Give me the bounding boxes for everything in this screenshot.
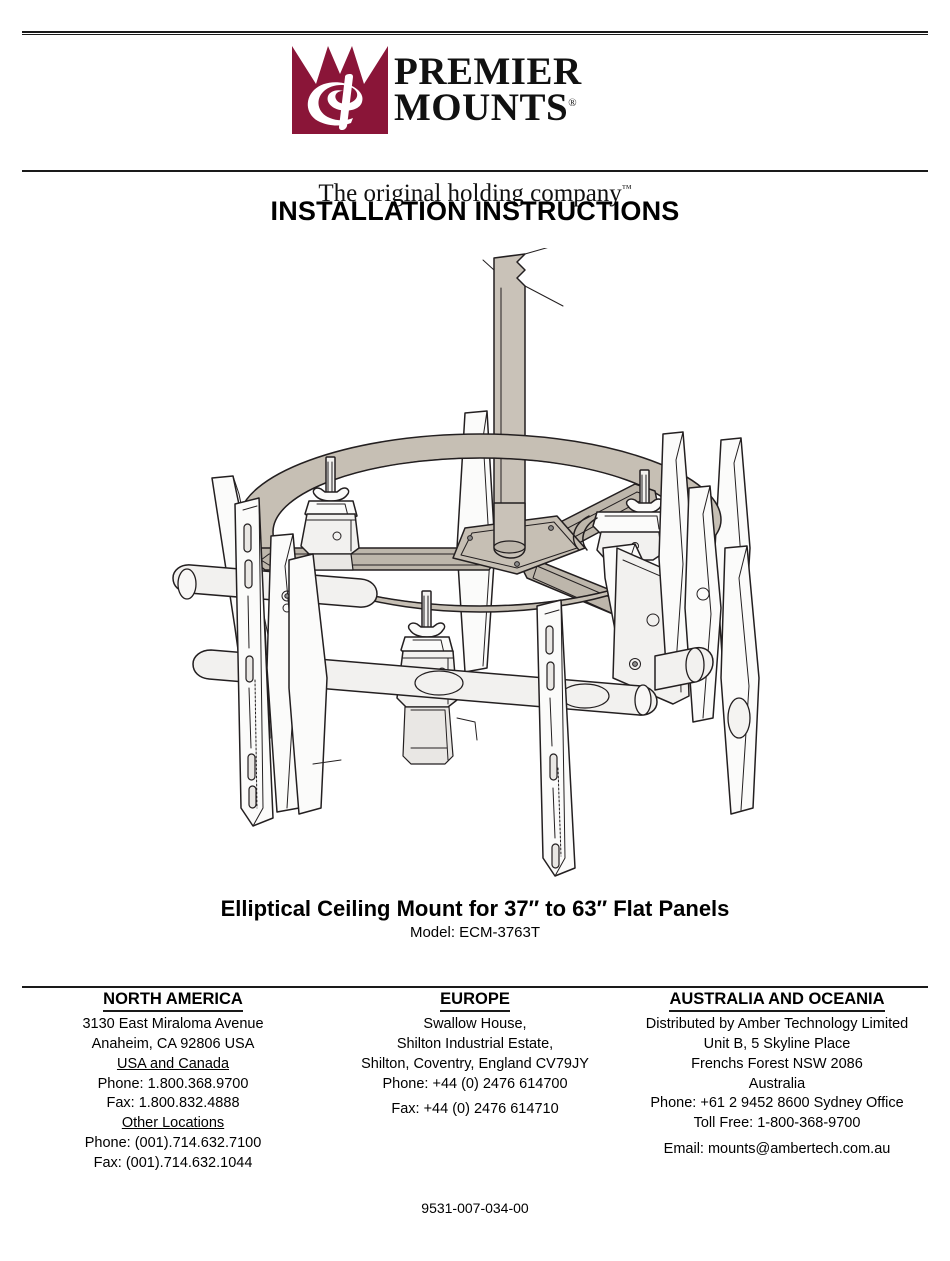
center-vertical-slotted-rail bbox=[536, 599, 576, 877]
address-line: 3130 East Miraloma Avenue bbox=[82, 1015, 264, 1032]
logo-wordmark: PREMIER MOUNTS® bbox=[394, 42, 646, 128]
left-vertical-slotted-rail bbox=[234, 497, 274, 827]
address-line: Frenchs Forest NSW 2086 bbox=[691, 1055, 863, 1072]
bracket-wing-front-right bbox=[720, 545, 760, 815]
phone-line: Phone: 1.800.368.9700 bbox=[97, 1075, 249, 1092]
footer-heading-europe: EUROPE bbox=[440, 990, 510, 1012]
premier-mounts-p-monogram-icon bbox=[290, 44, 390, 136]
logo-tagline-text: The original holding company bbox=[318, 180, 622, 207]
header-bottom-rule bbox=[22, 170, 928, 172]
sub-heading: Other Locations bbox=[121, 1115, 225, 1132]
footer-column-north-america: NORTH AMERICA 3130 East Miraloma Avenue … bbox=[22, 990, 324, 1174]
product-assembly-illustration: .ln { stroke:#231f20; stroke-width:1.5; … bbox=[165, 248, 795, 878]
footer-contact-regions: NORTH AMERICA 3130 East Miraloma Avenue … bbox=[22, 990, 928, 1174]
logo-word-premier-text: PREMIER bbox=[394, 50, 582, 93]
sub-heading: USA and Canada bbox=[116, 1055, 230, 1072]
email-line: Email: mounts@ambertech.com.au bbox=[663, 1141, 891, 1158]
ring-clamp-upper-left bbox=[300, 456, 360, 571]
footer-lines-europe: Swallow House, Shilton Industrial Estate… bbox=[330, 1015, 620, 1120]
right-tilt-bracket bbox=[602, 431, 722, 723]
fax-line: Fax: 1.800.832.4888 bbox=[106, 1095, 240, 1112]
page-title: INSTALLATION INSTRUCTIONS bbox=[270, 196, 680, 226]
phone-line: Phone: +44 (0) 2476 614700 bbox=[382, 1075, 568, 1092]
registered-trademark-icon: ® bbox=[568, 97, 578, 109]
footer-column-australia-oceania: AUSTRALIA AND OCEANIA Distributed by Amb… bbox=[626, 990, 928, 1160]
phone-line: Phone: +61 2 9452 8600 Sydney Office bbox=[650, 1095, 904, 1112]
fax-line: Fax: (001).714.632.1044 bbox=[93, 1154, 253, 1171]
address-line: Shilton, Coventry, England CV79JY bbox=[361, 1055, 589, 1072]
fax-line: Fax: +44 (0) 2476 614710 bbox=[391, 1101, 559, 1118]
logo-word-premier: PREMIER bbox=[394, 52, 582, 91]
trademark-icon: ™ bbox=[621, 183, 632, 195]
footer-column-europe: EUROPE Swallow House, Shilton Industrial… bbox=[324, 990, 626, 1120]
distributor-line: Distributed by Amber Technology Limited bbox=[645, 1015, 909, 1032]
footer-heading-north-america: NORTH AMERICA bbox=[103, 990, 243, 1012]
footer-lines-australia-oceania: Distributed by Amber Technology Limited … bbox=[632, 1015, 922, 1160]
address-line: Unit B, 5 Skyline Place bbox=[703, 1035, 851, 1052]
footer-heading-australia-oceania: AUSTRALIA AND OCEANIA bbox=[669, 990, 885, 1012]
logo-tagline: The original holding company™ bbox=[295, 180, 655, 208]
ceiling-pole bbox=[482, 248, 564, 549]
product-model-number: Model: ECM-3763T bbox=[409, 924, 541, 941]
premier-mounts-logo: PREMIER MOUNTS® The original holding com… bbox=[290, 42, 650, 207]
phone-line: Phone: (001).714.632.7100 bbox=[84, 1135, 262, 1152]
bracket-wing-front-left bbox=[288, 553, 328, 815]
document-number: 9531-007-034-00 bbox=[421, 1200, 529, 1216]
footer-top-rule bbox=[22, 986, 928, 988]
product-title: Elliptical Ceiling Mount for 37″ to 63″ … bbox=[220, 896, 730, 921]
address-line: Swallow House, bbox=[423, 1015, 527, 1032]
logo-word-mounts: MOUNTS® bbox=[394, 88, 577, 127]
address-line: Anaheim, CA 92806 USA bbox=[91, 1035, 255, 1052]
footer-lines-north-america: 3130 East Miraloma Avenue Anaheim, CA 92… bbox=[28, 1015, 318, 1174]
toll-free-line: Toll Free: 1-800-368-9700 bbox=[693, 1115, 861, 1132]
address-line: Shilton Industrial Estate, bbox=[396, 1035, 554, 1052]
logo-word-mounts-text: MOUNTS bbox=[394, 86, 569, 129]
address-line: Australia bbox=[748, 1075, 806, 1092]
header-top-rule bbox=[22, 31, 928, 35]
